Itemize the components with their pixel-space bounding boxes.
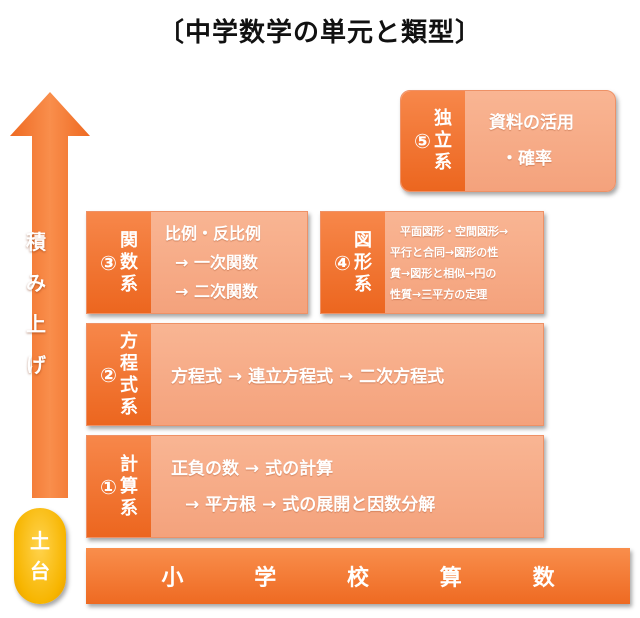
topic-line: 平面図形・空間図形→	[400, 224, 509, 238]
level-number: ③	[100, 250, 117, 275]
level-label-char: 形	[353, 251, 372, 273]
level-functions-panel: ③ 関 数 系 比例・反比例 → 一次関数 → 二次関数	[86, 211, 308, 314]
level-label-char: 式	[119, 374, 138, 396]
arrow-label: 積 み 上 げ	[21, 222, 51, 386]
level-number: ①	[100, 474, 117, 499]
foundation-char: 台	[30, 559, 50, 583]
topic-line: 正負の数 → 式の計算	[171, 458, 334, 479]
level-functions-tag: ③ 関 数 系	[87, 212, 151, 313]
topic-line: → 平方根 → 式の展開と因数分解	[185, 494, 436, 515]
level-label-char: 数	[119, 251, 138, 273]
level-calculation-panel: ① 計 算 系 正負の数 → 式の計算 → 平方根 → 式の展開と因数分解	[86, 435, 544, 538]
level-label-char: 系	[119, 396, 138, 418]
level-label-char: 立	[433, 130, 452, 151]
topic-line: 性質→三平方の定理	[390, 287, 488, 301]
level-label-char: 系	[353, 273, 372, 295]
level-equations-content: 方程式 → 連立方程式 → 二次方程式	[151, 324, 543, 425]
foundation-bar-char: 校	[346, 566, 369, 591]
level-calculation-content: 正負の数 → 式の計算 → 平方根 → 式の展開と因数分解	[151, 436, 543, 537]
level-label-char: 系	[433, 152, 452, 173]
level-independent-panel: ⑤ 独 立 系 資料の活用 ・確率	[400, 90, 616, 192]
level-geometry-tag: ④ 図 形 系	[321, 212, 385, 313]
arrow-label-char: み	[26, 271, 46, 295]
topic-line: 質→図形と相似→円の	[390, 266, 497, 280]
arrow-label-char: 積	[26, 230, 46, 254]
level-label-char: 関	[119, 229, 138, 251]
level-label-char: 系	[119, 273, 138, 295]
up-arrow-icon	[10, 92, 90, 498]
level-number: ②	[100, 362, 117, 387]
level-calculation-tag: ① 計 算 系	[87, 436, 151, 537]
level-functions-content: 比例・反比例 → 一次関数 → 二次関数	[151, 212, 307, 313]
topic-line: → 一次関数	[175, 253, 258, 272]
elementary-math-bar: 小 学 校 算 数	[86, 548, 630, 604]
page-title: 〔中学数学の単元と類型〕	[157, 18, 482, 48]
topic-line: 比例・反比例	[165, 224, 262, 243]
level-label-char: 程	[119, 352, 138, 374]
level-equations-panel: ② 方 程 式 系 方程式 → 連立方程式 → 二次方程式	[86, 323, 544, 426]
level-number: ④	[334, 250, 351, 275]
level-label-char: 図	[353, 229, 372, 251]
foundation-bar-char: 数	[532, 566, 555, 591]
level-number: ⑤	[414, 129, 431, 153]
arrow-label-char: げ	[26, 353, 46, 377]
arrow-label-char: 上	[26, 312, 46, 336]
topic-line: ・確率	[501, 149, 552, 169]
foundation-char: 土	[30, 529, 50, 553]
level-geometry-content: 平面図形・空間図形→ 平行と合同→図形の性 質→図形と相似→円の 性質→三平方の…	[385, 212, 543, 313]
level-independent-tag: ⑤ 独 立 系	[401, 91, 465, 191]
foundation-badge: 土 台	[14, 508, 66, 604]
level-label-char: 計	[119, 453, 138, 475]
level-label-char: 独	[433, 108, 452, 129]
topic-line: 資料の活用	[489, 113, 574, 133]
foundation-bar-char: 学	[254, 566, 277, 591]
level-geometry-panel: ④ 図 形 系 平面図形・空間図形→ 平行と合同→図形の性 質→図形と相似→円の…	[320, 211, 544, 314]
topic-line: 方程式 → 連立方程式 → 二次方程式	[171, 367, 445, 387]
foundation-bar-char: 算	[439, 566, 462, 591]
topic-line: → 二次関数	[175, 282, 258, 301]
level-label-char: 系	[119, 497, 138, 519]
level-label-char: 方	[119, 330, 138, 352]
level-label-char: 算	[119, 475, 138, 497]
topic-line: 平行と合同→図形の性	[390, 245, 499, 259]
level-equations-tag: ② 方 程 式 系	[87, 324, 151, 425]
level-independent-content: 資料の活用 ・確率	[465, 91, 615, 191]
foundation-bar-char: 小	[161, 566, 184, 591]
